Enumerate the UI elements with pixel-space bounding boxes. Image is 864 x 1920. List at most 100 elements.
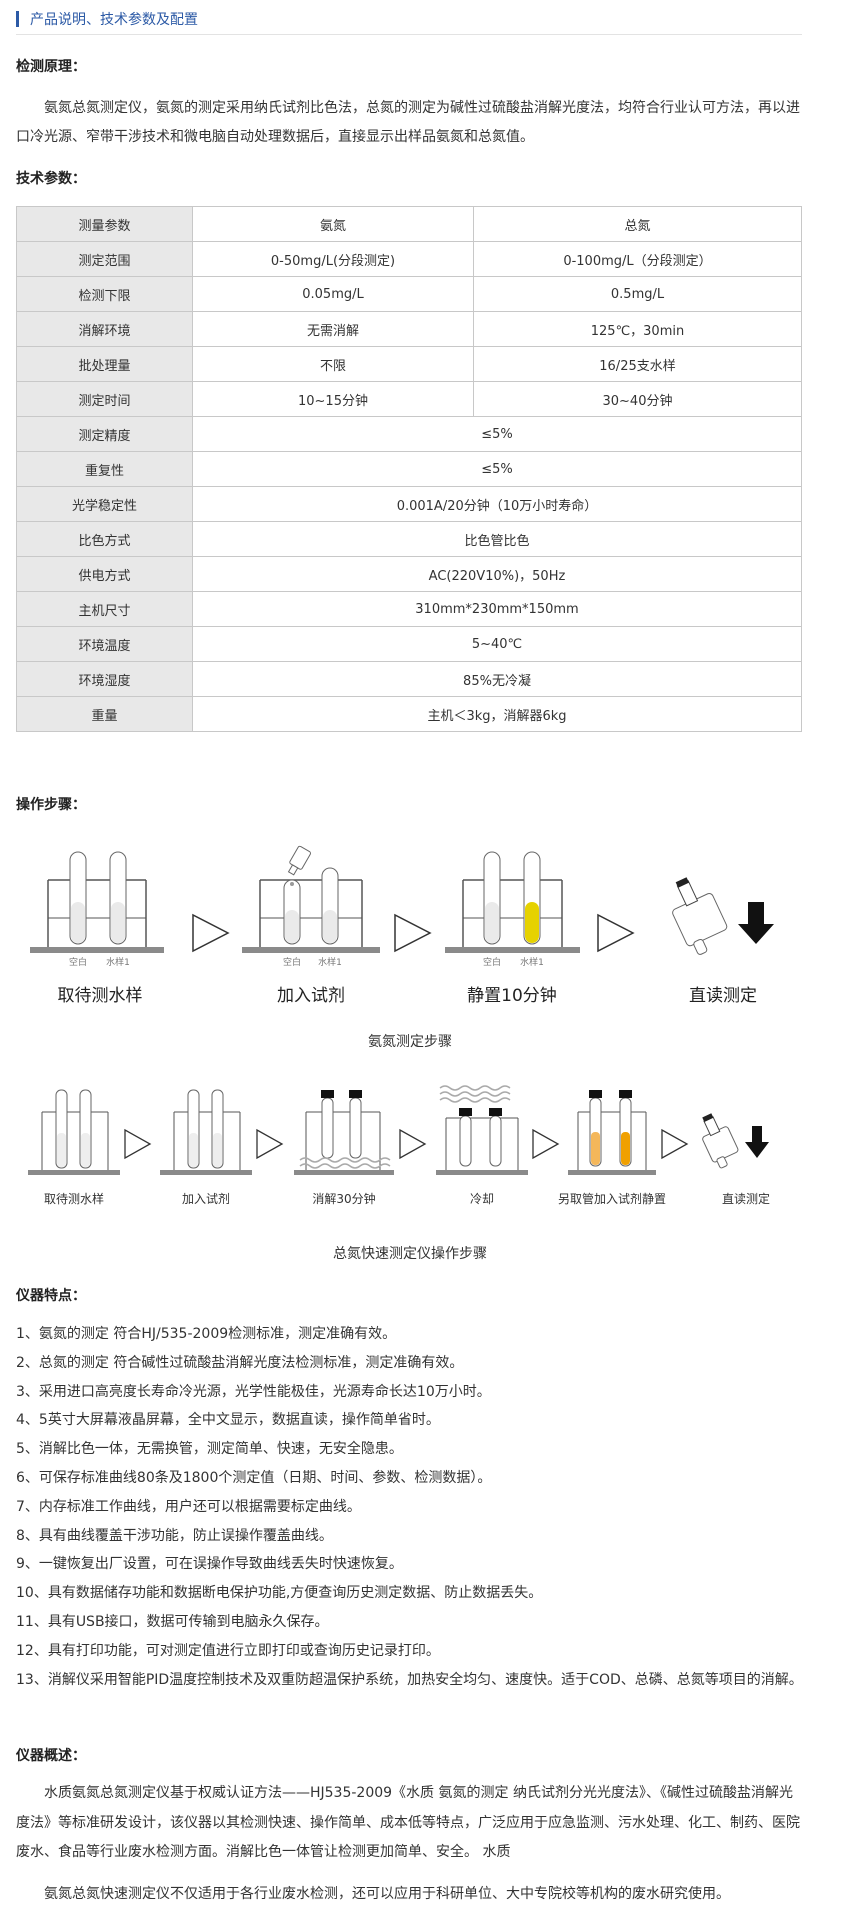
tn-step-2-label: 加入试剂 [182, 1191, 230, 1206]
feature-item: 2、总氮的测定 符合碱性过硫酸盐消解光度法检测标准，测定准确有效。 [16, 1354, 464, 1371]
overview-paragraph-1: 水质氨氮总氮测定仪基于权威认证方法——HJ535-2009《水质 氨氮的测定 纳… [16, 1785, 800, 1860]
spec-value: 5~40℃ [192, 626, 802, 662]
rack-step-3 [445, 851, 580, 953]
tn-rack-5 [568, 1090, 656, 1175]
feature-item: 11、具有USB接口，数据可传输到电脑永久保存。 [16, 1613, 329, 1630]
ammonia-step-4-label: 直读测定 [689, 986, 757, 1006]
overview-heading: 仪器概述： [16, 1748, 86, 1764]
tn-arrow-3 [399, 1128, 427, 1160]
spec-label: 消解环境 [16, 311, 193, 347]
tn-rack-1 [28, 1089, 120, 1175]
tn-arrow-5 [661, 1128, 689, 1160]
spec-value-ammonia: 不限 [192, 346, 474, 382]
spec-label: 测定范围 [16, 241, 193, 277]
tube-label-blank-3: 空白 [483, 956, 501, 968]
tn-arrow-4 [532, 1128, 560, 1160]
tube-label-sample-2: 水样1 [318, 956, 342, 968]
feature-item: 9、一键恢复出厂设置，可在误操作导致曲线丢失时快速恢复。 [16, 1556, 403, 1573]
ammonia-caption: 氨氮测定步骤 [368, 1034, 452, 1050]
spec-label: 重复性 [16, 451, 193, 487]
features-list: 1、氨氮的测定 符合HJ/535-2009检测标准，测定准确有效。 2、总氮的测定… [16, 1320, 806, 1694]
spec-value-total-nitrogen: 16/25支水样 [473, 346, 802, 382]
operation-heading: 操作步骤： [16, 797, 86, 813]
spec-value: ≤5% [192, 416, 802, 452]
spec-value: AC(220V10%)，50Hz [192, 556, 802, 592]
tn-arrow-2 [256, 1128, 284, 1160]
spec-value: 比色管比色 [192, 521, 802, 557]
spec-value-total-nitrogen: 30~40分钟 [473, 381, 802, 417]
feature-item: 7、内存标准工作曲线，用户还可以根据需要标定曲线。 [16, 1498, 361, 1515]
tn-caption: 总氮快速测定仪操作步骤 [333, 1246, 487, 1262]
spec-row: 重量主机＜3kg，消解器6kg [16, 696, 802, 732]
tube-label-sample-1: 水样1 [106, 956, 130, 968]
feature-item: 8、具有曲线覆盖干涉功能，防止误操作覆盖曲线。 [16, 1527, 333, 1544]
spec-label: 主机尺寸 [16, 591, 193, 627]
spec-label: 比色方式 [16, 521, 193, 557]
arrow-1 [192, 913, 230, 953]
ammonia-step-2-label: 加入试剂 [277, 986, 345, 1006]
spec-label: 光学稳定性 [16, 486, 193, 522]
spec-label: 重量 [16, 696, 193, 732]
section-header: 产品说明、技术参数及配置 [16, 8, 802, 35]
tech-heading: 技术参数： [16, 171, 86, 187]
tn-rack-4 [436, 1085, 528, 1175]
feature-item: 5、消解比色一体，无需换管，测定简单、快速，无安全隐患。 [16, 1441, 403, 1458]
spec-value: 0.001A/20分钟（10万小时寿命） [192, 486, 802, 522]
spec-value: 310mm*230mm*150mm [192, 591, 802, 627]
feature-item: 6、可保存标准曲线80条及1800个测定值（日期、时间、参数、检测数据）。 [16, 1469, 492, 1486]
tn-rack-2 [160, 1089, 252, 1175]
tn-step-6-label: 直读测定 [722, 1191, 770, 1206]
principle-text: 氨氮总氮测定仪，氨氮的测定采用纳氏试剂比色法，总氮的测定为碱性过硫酸盐消解光度法… [16, 100, 800, 145]
spec-label: 环境湿度 [16, 661, 193, 697]
overview-paragraph-2: 氨氮总氮快速测定仪不仅适用于各行业废水检测，还可以应用于科研单位、大中专院校等机… [44, 1886, 730, 1902]
tube-label-sample-3: 水样1 [520, 956, 544, 968]
spec-label: 批处理量 [16, 346, 193, 382]
spec-label: 测定精度 [16, 416, 193, 452]
total-nitrogen-steps-diagram: 取待测水样 加入试剂 消解30分钟 冷却 另取管加入试剂静置 直读测定 [28, 1085, 770, 1206]
section-title: 产品说明、技术参数及配置 [30, 12, 198, 28]
feature-item: 10、具有数据储存功能和数据断电保护功能,方便查询历史测定数据、防止数据丢失。 [16, 1585, 543, 1602]
tn-meter-icon [702, 1113, 739, 1169]
features-heading: 仪器特点： [16, 1288, 86, 1304]
spec-label: 测定时间 [16, 381, 193, 417]
rack-step-1 [30, 851, 164, 953]
down-arrow-icon [738, 902, 774, 944]
section-accent-bar [16, 11, 19, 27]
arrow-2 [394, 913, 432, 953]
spec-value-ammonia: 0.05mg/L [192, 276, 474, 312]
spec-value-total-nitrogen: 125℃，30min [473, 311, 802, 347]
feature-item: 1、氨氮的测定 符合HJ/535-2009检测标准，测定准确有效。 [16, 1326, 397, 1342]
tube-label-blank-2: 空白 [283, 956, 301, 968]
tn-step-3-label: 消解30分钟 [312, 1191, 375, 1206]
spec-value: 85%无冷凝 [192, 661, 802, 697]
principle-heading: 检测原理： [16, 59, 86, 75]
spec-row: 测量参数氨氮总氮 [16, 206, 802, 242]
spec-label: 供电方式 [16, 556, 193, 592]
spec-row: 比色方式比色管比色 [16, 521, 802, 557]
feature-item: 4、5英寸大屏幕液晶屏幕，全中文显示，数据直读，操作简单省时。 [16, 1412, 440, 1429]
arrow-3 [597, 913, 635, 953]
spec-value-ammonia: 0-50mg/L(分段测定) [192, 241, 474, 277]
rack-step-2 [242, 845, 380, 953]
tn-rack-3 [294, 1090, 394, 1175]
tn-step-4-label: 冷却 [470, 1192, 494, 1206]
tn-arrow-1 [124, 1128, 152, 1160]
feature-item: 3、采用进口高亮度长寿命冷光源，光学性能极佳，光源寿命长达10万小时。 [16, 1383, 491, 1400]
spec-value-total-nitrogen: 0.5mg/L [473, 276, 802, 312]
ammonia-step-1-label: 取待测水样 [58, 986, 143, 1006]
tn-down-arrow-icon [745, 1126, 769, 1158]
spec-label: 检测下限 [16, 276, 193, 312]
spec-value-ammonia: 氨氮 [192, 206, 474, 242]
